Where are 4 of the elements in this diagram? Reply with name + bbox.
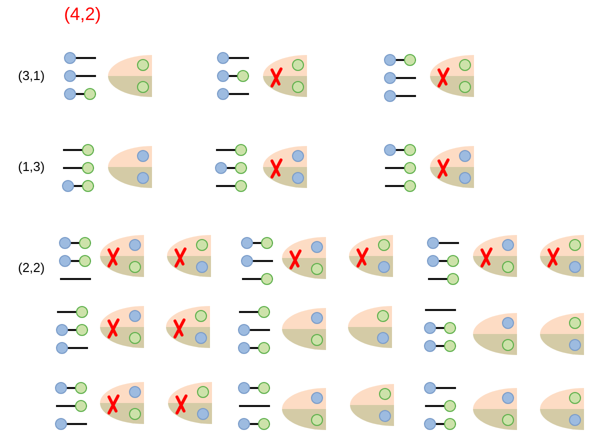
row-label: (2,2) <box>18 260 45 275</box>
row-label: (3,1) <box>18 68 45 83</box>
heading: (4,2) <box>64 4 102 25</box>
row-label: (1,3) <box>18 159 45 174</box>
